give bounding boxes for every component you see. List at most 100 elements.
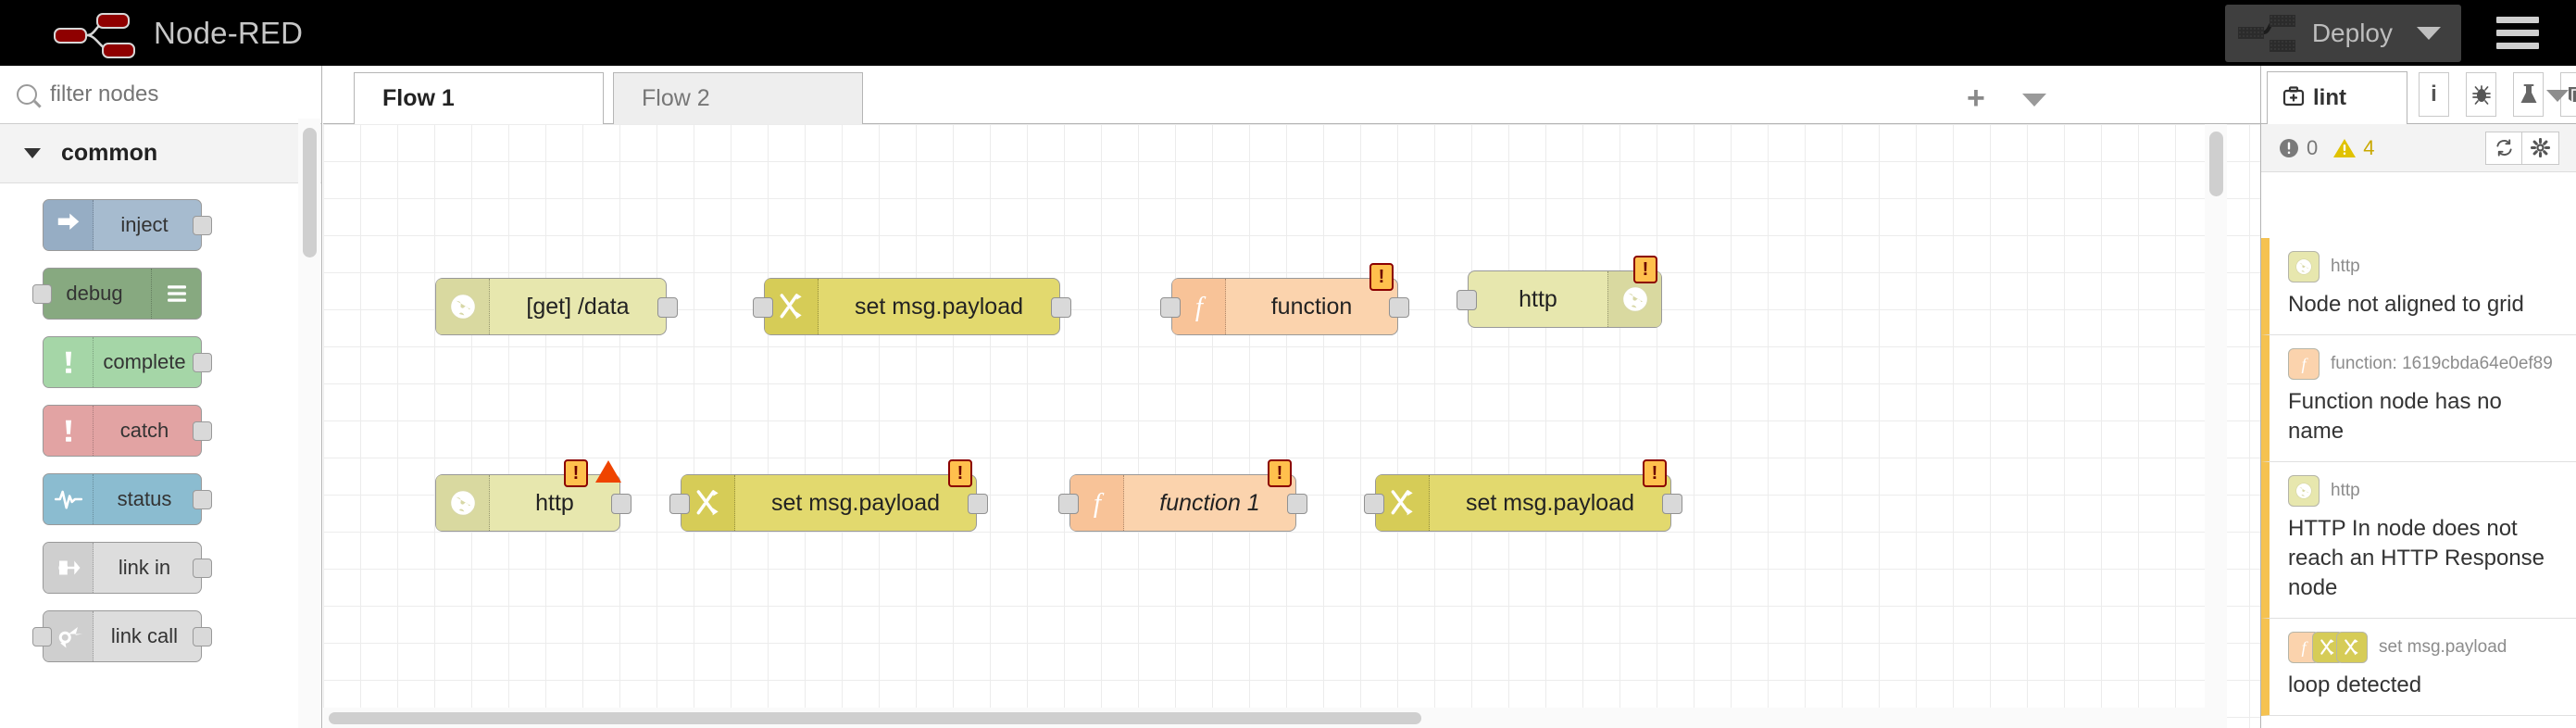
change-icon	[682, 475, 735, 531]
debug-bars-icon	[151, 269, 201, 319]
node-output-port[interactable]	[1287, 494, 1307, 514]
palette-node-label: debug	[66, 282, 123, 305]
node-error-badge[interactable]: !	[1643, 459, 1667, 487]
node-input-port[interactable]	[753, 297, 773, 318]
lint-item-node-label: http	[2331, 481, 2360, 500]
node-output-port[interactable]	[611, 494, 631, 514]
sidebar-button-info[interactable]: i	[2419, 72, 2449, 117]
change-icon	[765, 279, 819, 334]
node-output-port[interactable]	[657, 297, 678, 318]
node-output-port[interactable]	[968, 494, 988, 514]
sidebar-button-debug[interactable]	[2466, 72, 2496, 117]
palette-search[interactable]	[0, 66, 321, 124]
node-error-badge[interactable]: !	[1633, 256, 1657, 283]
exclamation-icon	[44, 406, 94, 456]
flow-node-n2[interactable]: set msg.payload	[753, 278, 1071, 335]
flow-node-n5[interactable]: http!	[435, 459, 631, 532]
palette-node-debug[interactable]: debug	[32, 268, 202, 320]
node-error-badge[interactable]: !	[564, 459, 588, 487]
hamburger-menu-icon[interactable]	[2496, 10, 2539, 56]
palette-node-link-in[interactable]: link in	[43, 542, 212, 594]
node-input-port[interactable]	[669, 494, 690, 514]
tab-flow-1[interactable]: Flow 1	[354, 72, 604, 124]
lint-item-node-label: http	[2331, 257, 2360, 276]
pulse-icon	[44, 474, 94, 524]
lint-item-message: Node not aligned to grid	[2288, 292, 2524, 317]
error-circle-icon	[2278, 137, 2300, 159]
info-icon: i	[2431, 82, 2437, 107]
palette-node-label: catch	[119, 419, 169, 442]
node-error-badge[interactable]: !	[948, 459, 972, 487]
canvas-horizontal-scrollbar[interactable]	[323, 708, 2227, 728]
palette-node-status[interactable]: status	[43, 473, 212, 525]
right-sidebar: lint i	[2260, 66, 2576, 728]
flow-node-n6[interactable]: set msg.payload!	[669, 459, 988, 532]
chevron-down-icon[interactable]	[24, 148, 41, 158]
palette-node-catch[interactable]: catch	[43, 405, 212, 457]
scrollbar-thumb[interactable]	[303, 128, 317, 257]
palette-node-link-call[interactable]: link call	[32, 610, 212, 662]
palette-category-common[interactable]: common	[0, 124, 321, 183]
node-output-port[interactable]	[193, 353, 212, 372]
sidebar-tab-label: lint	[2313, 85, 2346, 110]
globe-icon	[436, 279, 490, 334]
lint-item[interactable]: http Node not aligned to grid	[2261, 238, 2576, 335]
tab-flow-2[interactable]: Flow 2	[613, 72, 863, 124]
canvas-vertical-scrollbar[interactable]	[2205, 124, 2227, 728]
node-output-port[interactable]	[193, 216, 212, 235]
node-output-port[interactable]	[193, 490, 212, 509]
node-icon-stack: f	[2288, 632, 2368, 663]
add-flow-icon[interactable]: +	[1967, 81, 1985, 116]
deploy-button[interactable]: Deploy	[2224, 4, 2461, 62]
search-input[interactable]	[50, 82, 272, 107]
palette-scrollbar[interactable]	[298, 119, 320, 728]
svg-text:f: f	[1194, 292, 1206, 321]
chevron-down-icon[interactable]	[2546, 90, 2569, 102]
palette-node-inject[interactable]: inject	[43, 199, 212, 251]
node-input-port[interactable]	[1364, 494, 1384, 514]
change-icon	[2336, 632, 2368, 663]
chevron-down-icon[interactable]	[2022, 94, 2046, 107]
sidebar-tab-bar: lint i	[2261, 66, 2576, 124]
flow-node-label: set msg.payload	[854, 293, 1024, 320]
warning-triangle-icon	[2332, 137, 2357, 159]
lint-item[interactable]: http HTTP In node does not reach an HTTP…	[2261, 462, 2576, 619]
flow-node-n4[interactable]: http!	[1457, 256, 1662, 328]
lint-summary-bar: 0 4	[2261, 124, 2576, 172]
node-output-port[interactable]	[1662, 494, 1682, 514]
deploy-nodes-icon	[2234, 13, 2299, 54]
node-input-port[interactable]	[32, 284, 52, 304]
palette-node-complete[interactable]: complete	[43, 336, 212, 388]
node-output-port[interactable]	[193, 627, 212, 646]
scrollbar-thumb[interactable]	[329, 712, 1421, 724]
flow-node-n1[interactable]: [get] /data	[435, 278, 678, 335]
lint-settings-button[interactable]	[2522, 131, 2559, 165]
node-input-port[interactable]	[1160, 297, 1181, 318]
flow-tab-bar: Flow 1 Flow 2 +	[323, 66, 2260, 124]
inject-arrow-icon	[44, 200, 94, 250]
flow-node-n8[interactable]: set msg.payload!	[1364, 459, 1682, 532]
node-input-port[interactable]	[1457, 290, 1477, 310]
node-error-badge[interactable]: !	[1268, 459, 1292, 487]
brand: Node-RED	[54, 10, 303, 58]
node-input-port[interactable]	[1058, 494, 1079, 514]
error-count: 0	[2307, 135, 2319, 159]
node-output-port[interactable]	[193, 559, 212, 578]
node-output-port[interactable]	[1389, 297, 1409, 318]
sidebar-tab-lint[interactable]: lint	[2267, 71, 2407, 124]
node-input-port[interactable]	[32, 627, 52, 646]
sidebar-button-tests[interactable]	[2513, 72, 2544, 117]
node-error-badge[interactable]: !	[1369, 263, 1394, 291]
node-output-port[interactable]	[1051, 297, 1071, 318]
node-changed-triangle	[595, 460, 621, 483]
node-output-port[interactable]	[193, 421, 212, 441]
palette-node-label: link in	[118, 556, 171, 579]
scrollbar-thumb[interactable]	[2209, 132, 2223, 196]
chevron-down-icon[interactable]	[2417, 26, 2441, 40]
refresh-button[interactable]	[2485, 131, 2522, 165]
